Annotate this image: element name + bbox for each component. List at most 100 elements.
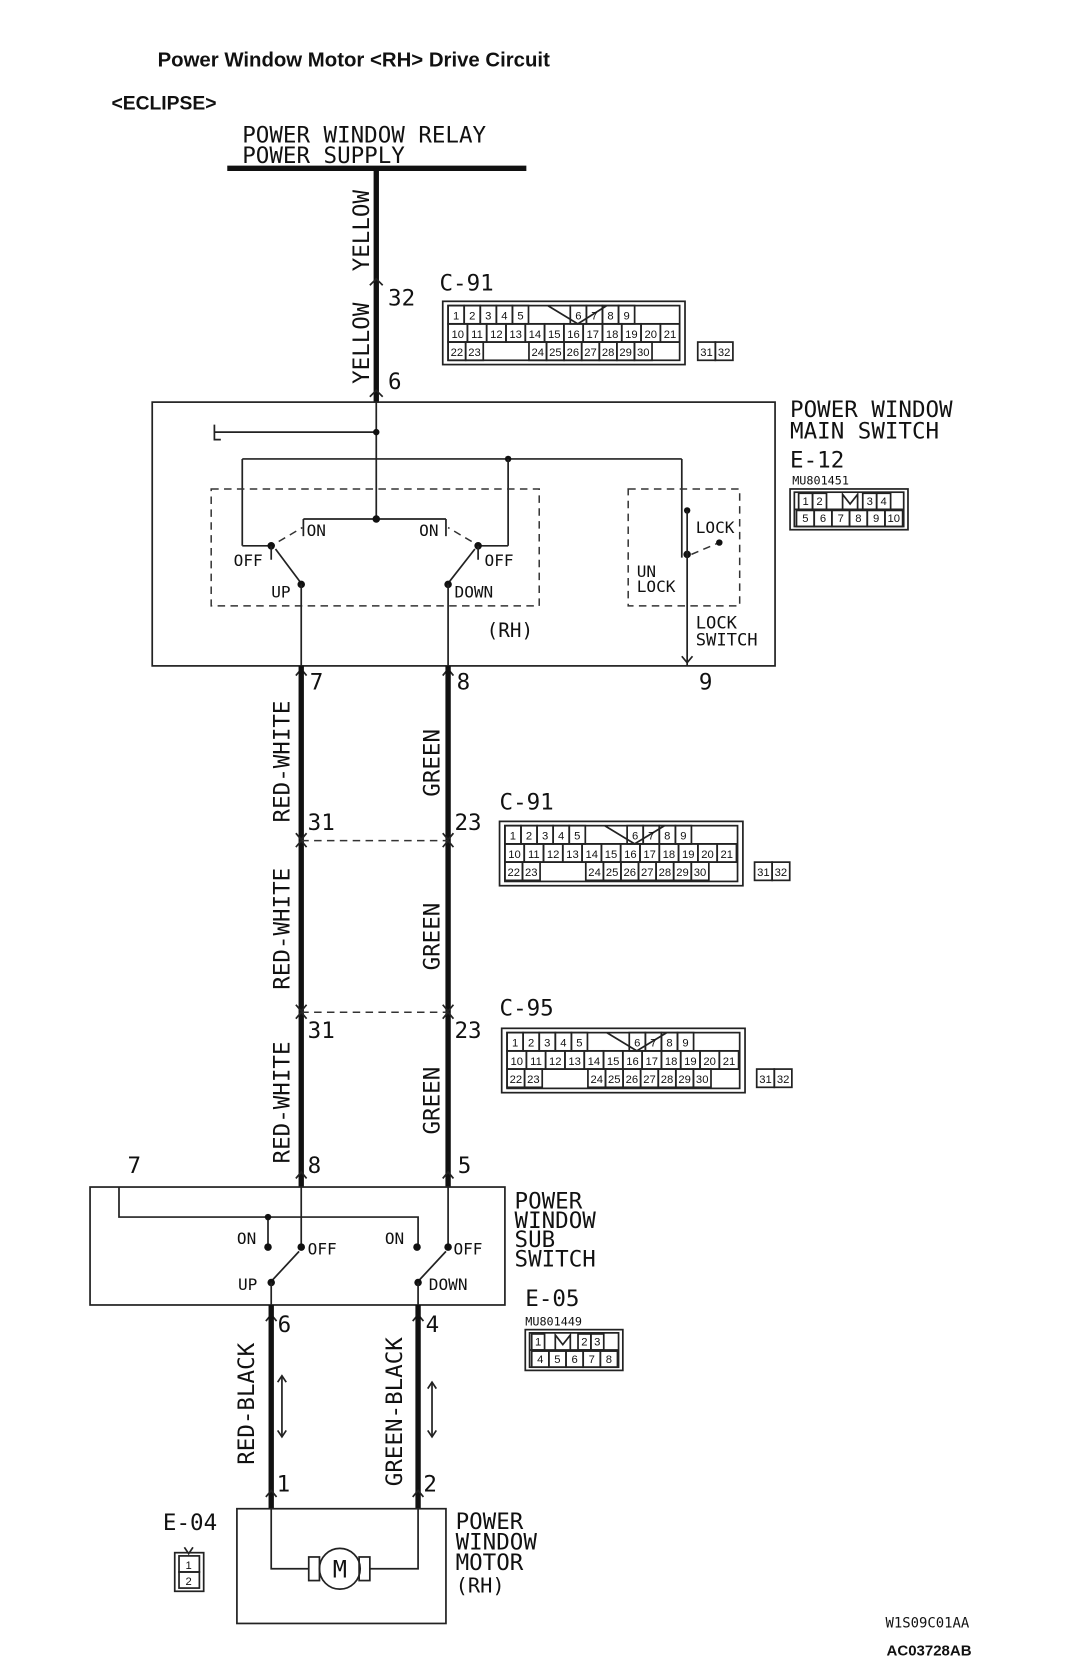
connector-e04-name: E-04 bbox=[163, 1510, 217, 1536]
wire-label-yellow-upper: YELLOW bbox=[349, 190, 375, 272]
lock-label: LOCK bbox=[696, 518, 735, 537]
wire-label-green-black: GREEN-BLACK bbox=[382, 1337, 408, 1486]
main-switch: POWER WINDOW MAIN SWITCH ON ON bbox=[151, 397, 953, 667]
wire-label-red-white-2: RED-WHITE bbox=[269, 868, 295, 990]
connector-pin-cell bbox=[771, 861, 791, 882]
connector-e04-pin2: 2 bbox=[186, 1576, 192, 1588]
connector-pin-number: 22 bbox=[507, 867, 520, 879]
connector-e04: E-04 1 2 bbox=[163, 1510, 217, 1593]
sub-switch-title-line4: SWITCH bbox=[515, 1246, 596, 1272]
connector-pin-number: 5 bbox=[574, 831, 580, 843]
connector-pin-number: 29 bbox=[676, 867, 689, 879]
main-switch-title-line1: POWER WINDOW bbox=[790, 397, 953, 423]
connector-pin-number: 20 bbox=[644, 329, 657, 341]
connector-pin-number: 8 bbox=[666, 1038, 672, 1050]
main-off-left: OFF bbox=[234, 551, 263, 570]
main-on-left: ON bbox=[307, 521, 326, 540]
drawing-code: W1S09C01AA bbox=[885, 1616, 969, 1632]
connector-pin-number: 14 bbox=[529, 329, 542, 341]
connector-pin-number: 24 bbox=[588, 867, 601, 879]
connector-pin-number: 10 bbox=[888, 513, 901, 525]
sub-switch-outline bbox=[89, 1186, 506, 1306]
connector-pin-number: 24 bbox=[532, 347, 545, 359]
current-direction-arrow-left bbox=[276, 1374, 287, 1439]
connector-pin-number: 3 bbox=[544, 1038, 550, 1050]
main-switch-title-line2: MAIN SWITCH bbox=[790, 419, 939, 445]
motor-symbol-letter: M bbox=[333, 1555, 347, 1583]
connector-pin-number: 13 bbox=[568, 1056, 581, 1068]
connector-pin-number: 9 bbox=[682, 1038, 688, 1050]
power-supply: POWER WINDOW RELAY POWER SUPPLY bbox=[227, 123, 527, 172]
connector-pin-number: 15 bbox=[548, 329, 561, 341]
connector-pin-number: 29 bbox=[619, 347, 632, 359]
connector-pin-number: 14 bbox=[588, 1056, 601, 1068]
connector-pin-number: 9 bbox=[680, 831, 686, 843]
pin-label-32: 32 bbox=[388, 286, 415, 312]
pin-marker-2 bbox=[412, 1489, 425, 1498]
connector-pin-number: 23 bbox=[527, 1074, 540, 1086]
pin-label-8-sub: 8 bbox=[308, 1153, 322, 1179]
connector-pin-number: 5 bbox=[517, 311, 523, 323]
pin-label-31-c91: 31 bbox=[308, 810, 335, 836]
connector-pin-number: 31 bbox=[759, 1074, 772, 1086]
connector-pin-number: 15 bbox=[605, 849, 618, 861]
connector-pin-number: 27 bbox=[643, 1074, 656, 1086]
connector-pin-number: 17 bbox=[646, 1056, 659, 1068]
connector-pin-number: 18 bbox=[663, 849, 676, 861]
wire-label-red-white-1: RED-WHITE bbox=[269, 701, 295, 823]
unlock-label-line2: LOCK bbox=[637, 577, 676, 596]
power-window-motor: M POWER WINDOW MOTOR (RH) bbox=[236, 1507, 537, 1625]
connector-pin-number: 5 bbox=[554, 1354, 560, 1366]
lock-switch-line1: LOCK bbox=[696, 613, 738, 633]
connector-pin-number: 4 bbox=[501, 311, 507, 323]
connector-pin-number: 32 bbox=[777, 1074, 790, 1086]
connector-pin-number: 31 bbox=[757, 867, 770, 879]
connector-pin-number: 10 bbox=[510, 1056, 523, 1068]
connector-pin-number: 6 bbox=[634, 1038, 640, 1050]
motor-label-line3: MOTOR bbox=[456, 1550, 524, 1576]
connector-pin-number: 9 bbox=[873, 513, 879, 525]
connector-pin-number: 22 bbox=[451, 347, 464, 359]
connector-pin-number: 28 bbox=[661, 1074, 674, 1086]
pin-marker-9 bbox=[681, 655, 694, 665]
connector-pin-number: 8 bbox=[607, 311, 613, 323]
wire-label-green-3: GREEN bbox=[420, 1067, 446, 1135]
pin-marker-8-sub bbox=[295, 1170, 308, 1180]
pin-label-23-c95: 23 bbox=[455, 1018, 482, 1044]
connector-pin-number: 4 bbox=[560, 1038, 566, 1050]
pin-marker-1 bbox=[265, 1489, 278, 1498]
sub-on-right: ON bbox=[385, 1229, 404, 1248]
connector-pin-cell bbox=[521, 861, 541, 882]
connector-pin-number: 7 bbox=[589, 1354, 595, 1366]
motor-label-line4: (RH) bbox=[456, 1573, 505, 1597]
connector-pin-number: 20 bbox=[703, 1056, 716, 1068]
connector-pin-number: 19 bbox=[625, 329, 638, 341]
connector-c91-top-name: C-91 bbox=[440, 271, 494, 297]
connector-pin-number: 10 bbox=[451, 329, 464, 341]
pin-label-23-c91: 23 bbox=[455, 810, 482, 836]
main-switch-outline bbox=[151, 401, 776, 667]
pin-label-2: 2 bbox=[423, 1472, 437, 1498]
main-down-label: DOWN bbox=[455, 582, 494, 601]
pin-marker-5-sub bbox=[442, 1170, 455, 1180]
connector-e05-part: MU801449 bbox=[525, 1314, 582, 1328]
connector-pin-number: 2 bbox=[469, 311, 475, 323]
connector-pin-number: 2 bbox=[581, 1337, 587, 1349]
connector-pin-number: 23 bbox=[468, 347, 481, 359]
connector-pin-cell bbox=[773, 1068, 793, 1089]
connector-pin-number: 28 bbox=[602, 347, 615, 359]
connector-pin-number: 16 bbox=[624, 849, 637, 861]
connector-pin-number: 1 bbox=[512, 1038, 518, 1050]
connector-pin-number: 7 bbox=[591, 311, 597, 323]
connector-pin-number: 20 bbox=[701, 849, 714, 861]
connector-pin-number: 1 bbox=[510, 831, 516, 843]
sub-switch: POWER WINDOW SUB SWITCH ON OFF ON OFF UP… bbox=[89, 1186, 596, 1306]
sub-on-left: ON bbox=[237, 1229, 256, 1248]
motor-outline bbox=[236, 1507, 447, 1625]
connector-pin-number: 21 bbox=[723, 1056, 736, 1068]
sub-switch-title-line1: POWER bbox=[515, 1188, 583, 1214]
pin-label-8: 8 bbox=[457, 669, 471, 695]
diagram-title: Power Window Motor <RH> Drive Circuit bbox=[158, 49, 551, 71]
